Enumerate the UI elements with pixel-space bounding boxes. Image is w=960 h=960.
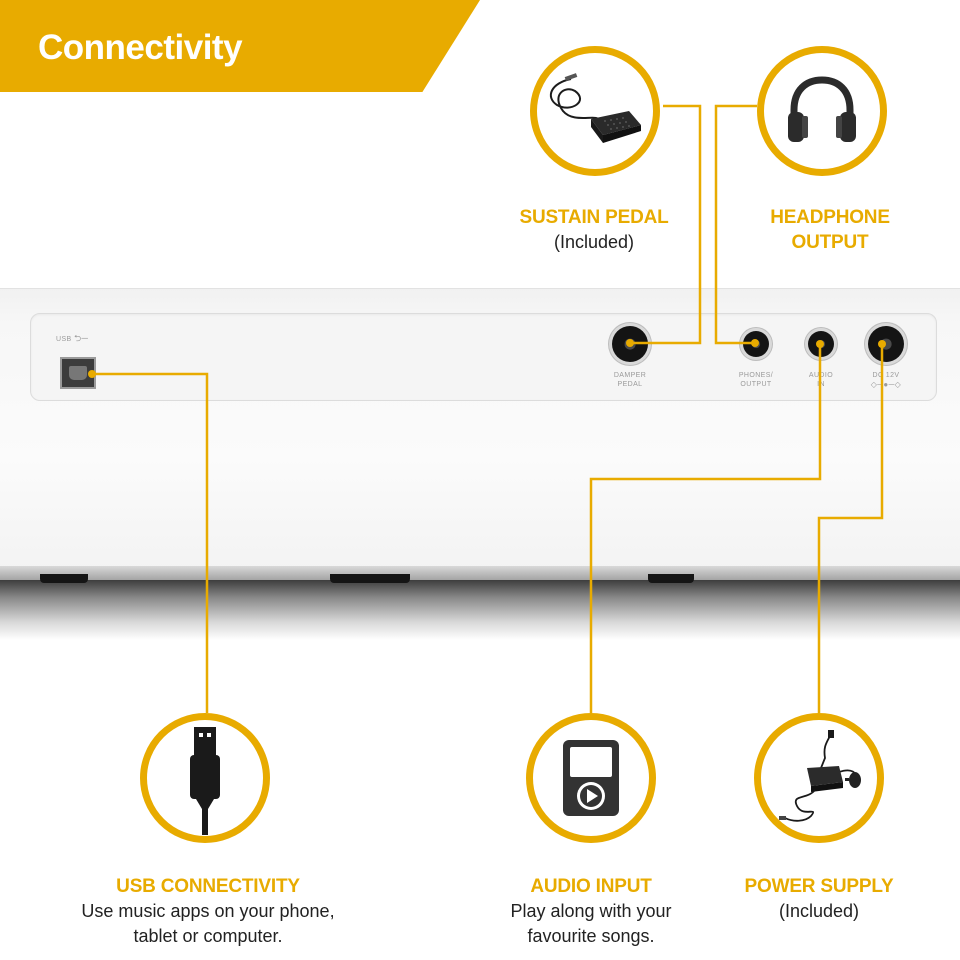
audio-input-title: AUDIO INPUT — [530, 876, 652, 897]
power-connector-line — [817, 344, 884, 713]
usb-port-label: USB ⮌─ — [56, 333, 89, 344]
panel-shadow — [0, 580, 960, 640]
sustain-pedal-icon — [549, 73, 641, 143]
media-player-icon — [563, 740, 619, 816]
header-banner — [0, 0, 480, 92]
power-supply-circle — [754, 713, 884, 843]
usb-icon: ⮌─ — [73, 333, 89, 343]
piano-foot — [40, 574, 88, 583]
connector-dot — [878, 340, 886, 348]
audio-input-circle — [526, 713, 656, 843]
usb-connectivity-desc-line1: Use music apps on your phone, — [81, 901, 335, 921]
connector-dot — [88, 370, 96, 378]
piano-foot — [648, 574, 694, 583]
dc-power-label: DC 12V ◇─●─◇ — [870, 372, 902, 389]
power-adapter-icon — [779, 730, 861, 822]
panel-bottom-edge — [0, 566, 960, 580]
usb-connectivity-circle — [140, 713, 270, 843]
connector-dot — [626, 339, 634, 347]
jack-panel — [30, 313, 937, 401]
headphone-connector-line — [714, 104, 757, 345]
headphone-title-line1: HEADPHONE — [770, 207, 890, 228]
power-supply-desc: (Included) — [778, 901, 860, 921]
headphone-title-line2: OUTPUT — [791, 232, 869, 253]
connector-dot — [816, 340, 824, 348]
sustain-pedal-title: SUSTAIN PEDAL — [519, 207, 669, 228]
dc-polarity-icon: ◇─●─◇ — [870, 380, 902, 389]
page-title: Connectivity — [38, 28, 243, 67]
piano-foot — [330, 574, 410, 583]
audio-input-desc-line2: favourite songs. — [527, 926, 655, 946]
connector-dot — [751, 339, 759, 347]
sustain-pedal-circle — [530, 46, 660, 176]
sustain-pedal-desc: (Included) — [553, 232, 635, 252]
headphones-icon — [788, 76, 856, 142]
sustain-pedal-feature: SUSTAIN PEDAL (Included) — [494, 205, 694, 255]
audio-connector-line — [589, 344, 822, 713]
usb-plug-icon — [190, 727, 220, 835]
usb-connectivity-desc-line2: tablet or computer. — [133, 926, 283, 946]
audio-input-desc-line1: Play along with your — [510, 901, 672, 921]
usb-connectivity-feature: USB CONNECTIVITY Use music apps on your … — [58, 874, 358, 949]
usb-connector-line — [92, 372, 209, 713]
sustain-connector-line — [630, 104, 702, 345]
usb-port[interactable] — [60, 357, 96, 389]
headphone-circle — [757, 46, 887, 176]
power-supply-feature: POWER SUPPLY (Included) — [719, 874, 919, 924]
audio-input-feature: AUDIO INPUT Play along with your favouri… — [466, 874, 716, 949]
headphone-feature: HEADPHONE OUTPUT — [730, 205, 930, 255]
power-supply-title: POWER SUPPLY — [744, 876, 894, 897]
phones-output-label: PHONES/OUTPUT — [738, 372, 774, 388]
usb-connectivity-title: USB CONNECTIVITY — [116, 876, 300, 897]
